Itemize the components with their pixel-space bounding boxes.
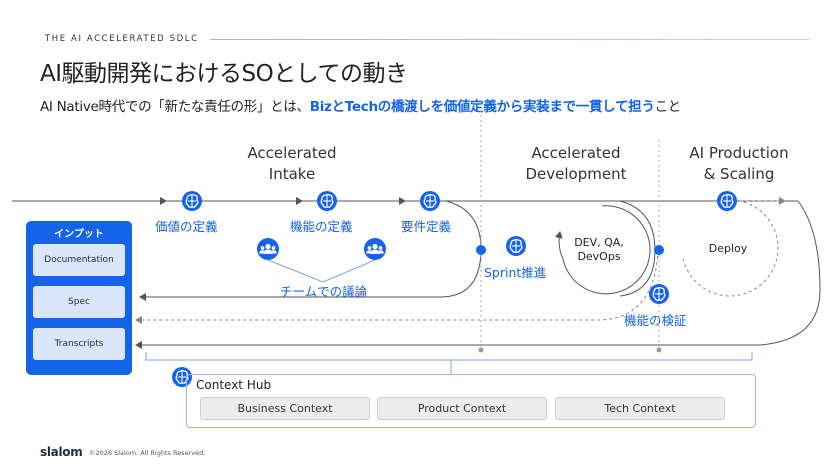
feedback-line-dev	[135, 249, 659, 324]
phase-prod-line1: AI Production	[689, 144, 789, 162]
dev-loop-line1: DEV, QA,	[574, 236, 624, 249]
copyright: ©2026 Slalom. All Rights Reserved.	[89, 449, 206, 457]
phase-dev-line1: Accelerated	[531, 144, 621, 162]
subtitle-suffix: こと	[654, 99, 682, 115]
ai-brain-icon	[505, 235, 527, 257]
context-hub	[186, 374, 756, 428]
ai-brain-icon	[181, 190, 203, 212]
input-item-spec: Spec	[33, 286, 125, 318]
sprint-node	[476, 245, 486, 255]
ai-brain-icon	[316, 190, 338, 212]
ai-brain-icon	[648, 283, 670, 305]
input-item-transcripts: Transcripts	[33, 328, 125, 360]
phase-dev-line2: Development	[525, 165, 627, 183]
subtitle-highlight: BizとTechの橋渡しを価値定義から実装まで一貫して担う	[309, 99, 655, 115]
phase-intake-line2: Intake	[268, 165, 316, 183]
team-icon	[257, 238, 279, 260]
team-icon	[364, 238, 386, 260]
page-title: AI駆動開発におけるSOとしての動き	[40, 61, 408, 87]
slalom-logo: slalom	[40, 445, 83, 459]
input-panel-title: インプット	[54, 229, 104, 240]
dev-loop-line2: DevOps	[577, 250, 621, 263]
step-feature-definition: 機能の定義	[290, 219, 353, 234]
subtitle-prefix: AI Native時代での「新たな責任の形」とは、	[40, 99, 310, 115]
input-item-documentation: Documentation	[33, 244, 125, 276]
feedback-line-production	[135, 200, 821, 349]
step-requirements: 要件定義	[401, 219, 452, 234]
phase-development: Accelerated Development	[517, 143, 635, 185]
verification-node	[654, 245, 664, 255]
ai-brain-icon	[716, 190, 738, 212]
ai-brain-icon	[419, 190, 441, 212]
phase-production: AI Production & Scaling	[677, 143, 801, 185]
context-hub-label: Context Hub	[196, 378, 272, 392]
step-sprint: Sprint推進	[484, 265, 547, 280]
step-value-definition: 価値の定義	[155, 219, 218, 234]
phase-prod-line2: & Scaling	[703, 165, 775, 183]
tech-context: Tech Context	[555, 397, 725, 420]
eyebrow: THE AI ACCELERATED SDLC	[45, 34, 199, 44]
step-team-discussion: チームでの議論	[280, 284, 368, 299]
dev-loop-label: DEV, QA, DevOps	[565, 236, 633, 264]
product-context: Product Context	[377, 397, 547, 420]
business-context: Business Context	[200, 397, 370, 420]
phase-intake: Accelerated Intake	[241, 143, 343, 185]
deploy-label: Deploy	[708, 242, 748, 255]
page-subtitle: AI Native時代での「新たな責任の形」とは、BizとTechの橋渡しを価値…	[40, 95, 681, 115]
phase-intake-line1: Accelerated	[247, 144, 337, 162]
step-feature-verification: 機能の検証	[624, 313, 687, 328]
eyebrow-divider	[210, 39, 810, 40]
